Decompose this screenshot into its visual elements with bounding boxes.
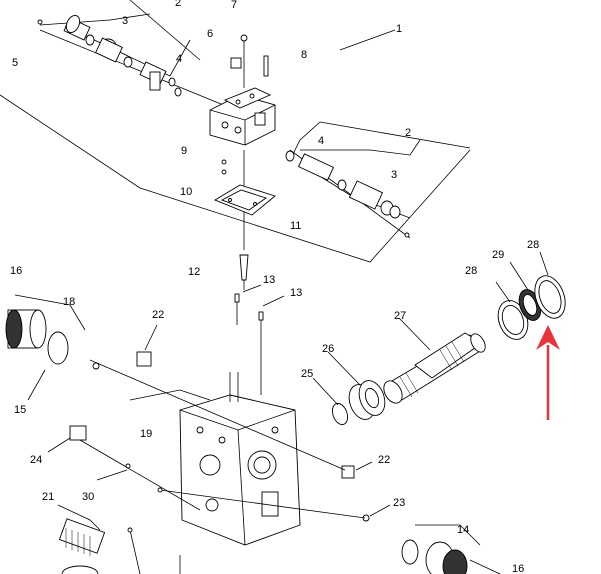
callout-26: 26 (322, 343, 334, 355)
callout-1: 1 (396, 23, 402, 35)
callout-21: 21 (42, 491, 54, 503)
callout-10: 10 (180, 186, 192, 198)
plate-28-left (495, 281, 529, 340)
callout-14: 14 (457, 524, 469, 536)
callout-13-lower: 13 (290, 287, 302, 299)
plug-23 (362, 504, 391, 522)
callout-6: 6 (207, 28, 213, 40)
callout-3-right: 3 (391, 169, 397, 181)
callout-18: 18 (63, 296, 75, 308)
gear-pack (57, 504, 106, 574)
callout-28-right: 28 (527, 239, 539, 251)
plug-24 (47, 425, 87, 453)
plug-22-upper (136, 324, 158, 367)
callout-8: 8 (301, 49, 307, 61)
valve-block (209, 34, 276, 250)
callout-24: 24 (30, 454, 42, 466)
callout-2-right: 2 (405, 127, 411, 139)
circlip (312, 377, 349, 426)
callout-13-upper: 13 (263, 274, 275, 286)
callout-25: 25 (301, 368, 313, 380)
callout-16-left: 16 (10, 265, 22, 277)
callout-11: 11 (290, 220, 301, 232)
callout-28-left: 28 (465, 265, 477, 277)
callout-labels: 2 3 7 1 5 6 4 8 2 4 9 3 10 11 16 12 29 2… (10, 0, 539, 574)
clutch-drum (5, 294, 86, 349)
plug-22-lower (341, 461, 373, 479)
o-ring (27, 331, 69, 401)
callout-27: 27 (394, 310, 406, 322)
callout-4-right: 4 (318, 135, 324, 147)
gasket (213, 184, 276, 216)
assembly-outline (0, 0, 471, 263)
callout-19: 19 (140, 428, 152, 440)
callout-2-top: 2 (175, 0, 181, 9)
indicator-arrow (536, 325, 560, 420)
input-shaft (383, 317, 486, 404)
callout-9: 9 (181, 145, 187, 157)
bearing (327, 351, 386, 420)
callout-15: 15 (14, 404, 26, 416)
callout-29: 29 (492, 249, 504, 261)
callout-22-upper: 22 (152, 309, 164, 321)
tapered-plug (239, 254, 249, 290)
transmission-housing (79, 359, 366, 574)
callout-4-top: 4 (176, 53, 182, 65)
callout-16-bottom: 16 (512, 563, 524, 574)
callout-3-top: 3 (122, 15, 128, 27)
callout-7: 7 (231, 0, 237, 11)
callout-22-lower: 22 (378, 454, 390, 466)
dowel-pins (234, 284, 285, 395)
plate-28-right (534, 251, 566, 319)
solenoid-valve-upper (37, 13, 261, 121)
callout-5: 5 (12, 57, 18, 69)
solenoid-valve-right (285, 139, 421, 239)
bearing-14 (401, 524, 501, 574)
callout-30: 30 (82, 491, 94, 503)
callout-12: 12 (188, 266, 200, 278)
callout-23: 23 (393, 497, 405, 509)
